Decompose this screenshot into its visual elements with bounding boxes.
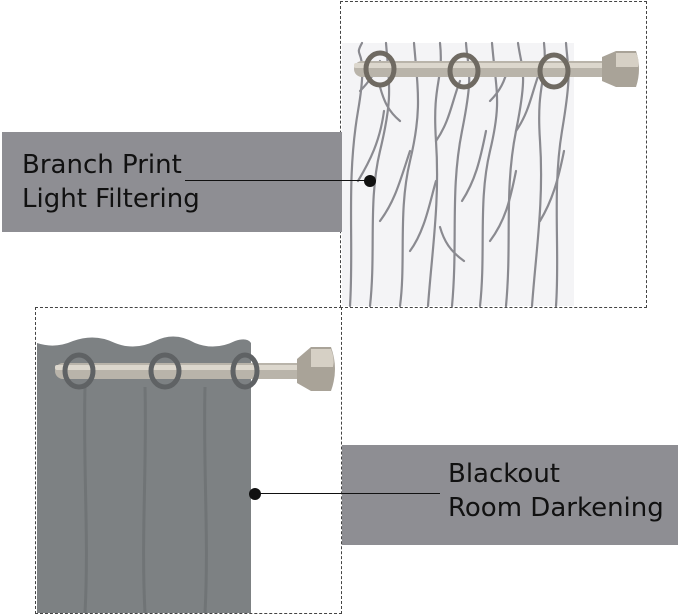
blackout-curtain-frame	[35, 307, 342, 614]
sheer-label-line2: Light Filtering	[22, 184, 200, 214]
sheer-label-box: Branch Print Light Filtering	[2, 132, 342, 232]
sheer-curtain-rod	[354, 50, 639, 90]
blackout-label-box: Blackout Room Darkening	[342, 445, 678, 545]
blackout-curtain-illustration	[37, 336, 335, 614]
sheer-curtain-illustration	[342, 41, 639, 308]
sheer-leader-line	[185, 180, 370, 181]
blackout-curtain-rod	[55, 347, 335, 391]
blackout-leader-dot	[249, 488, 261, 500]
blackout-leader-line	[256, 493, 440, 494]
blackout-label-line2: Room Darkening	[448, 493, 664, 523]
blackout-label-line1: Blackout	[448, 459, 560, 489]
sheer-label-line1: Branch Print	[22, 150, 182, 180]
sheer-leader-dot	[364, 175, 376, 187]
blackout-fabric-folds	[83, 386, 208, 614]
